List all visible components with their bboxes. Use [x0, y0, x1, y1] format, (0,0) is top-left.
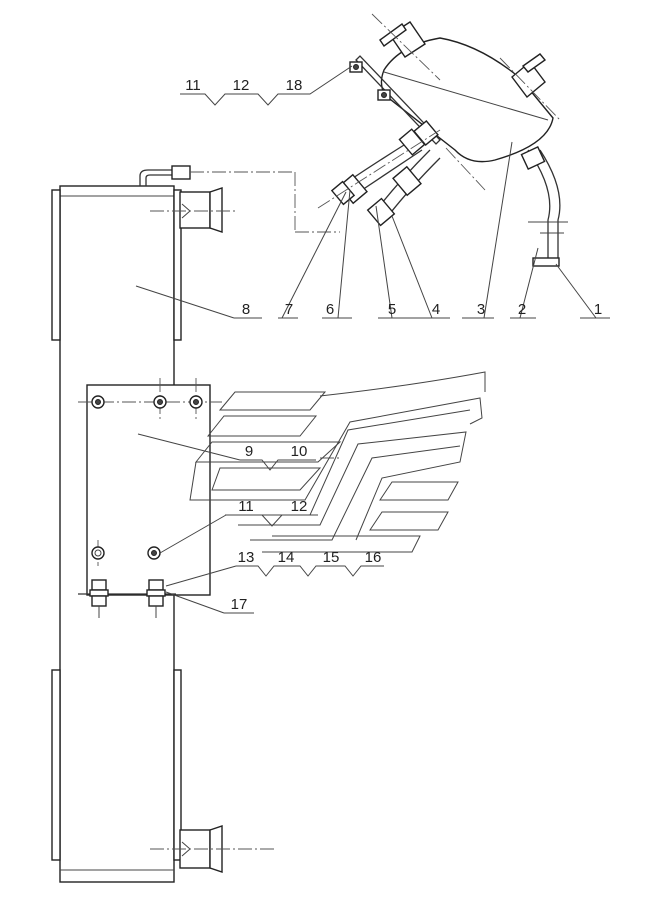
label-part-17: 17: [231, 596, 248, 613]
lower-outlet-pipe: [150, 825, 276, 873]
label-part-11-mid: 11: [238, 498, 254, 515]
label-part-14: 14: [278, 549, 295, 566]
label-part-4: 4: [432, 301, 440, 318]
label-part-9: 9: [245, 443, 253, 460]
top-elbow-pipe: [139, 165, 340, 233]
label-part-6: 6: [326, 301, 334, 318]
label-part-16: 16: [365, 549, 382, 566]
part-number-labels: 11 12 18 7 6 5 4 3 2 1 8 9 10 11 12 13 1…: [185, 77, 602, 613]
label-part-3: 3: [477, 301, 485, 318]
vent-hose: [366, 149, 441, 227]
overflow-hose: [317, 119, 441, 209]
label-part-18: 18: [286, 77, 303, 94]
label-part-2: 2: [518, 301, 526, 318]
label-part-8: 8: [242, 301, 250, 318]
mounting-bracket: [78, 378, 222, 618]
expansion-tank: [349, 13, 561, 191]
upper-inlet-pipe: [150, 187, 238, 233]
label-part-5: 5: [388, 301, 396, 318]
label-part-7: 7: [285, 301, 293, 318]
label-part-12-mid: 12: [291, 498, 308, 515]
label-part-1: 1: [594, 301, 602, 318]
outlet-hose: [520, 146, 568, 267]
label-part-11-top: 11: [185, 77, 201, 94]
reference-plates: [189, 371, 486, 553]
label-part-12-top: 12: [233, 77, 250, 94]
label-part-13: 13: [238, 549, 255, 566]
label-part-10: 10: [291, 443, 308, 460]
label-part-15: 15: [323, 549, 340, 566]
